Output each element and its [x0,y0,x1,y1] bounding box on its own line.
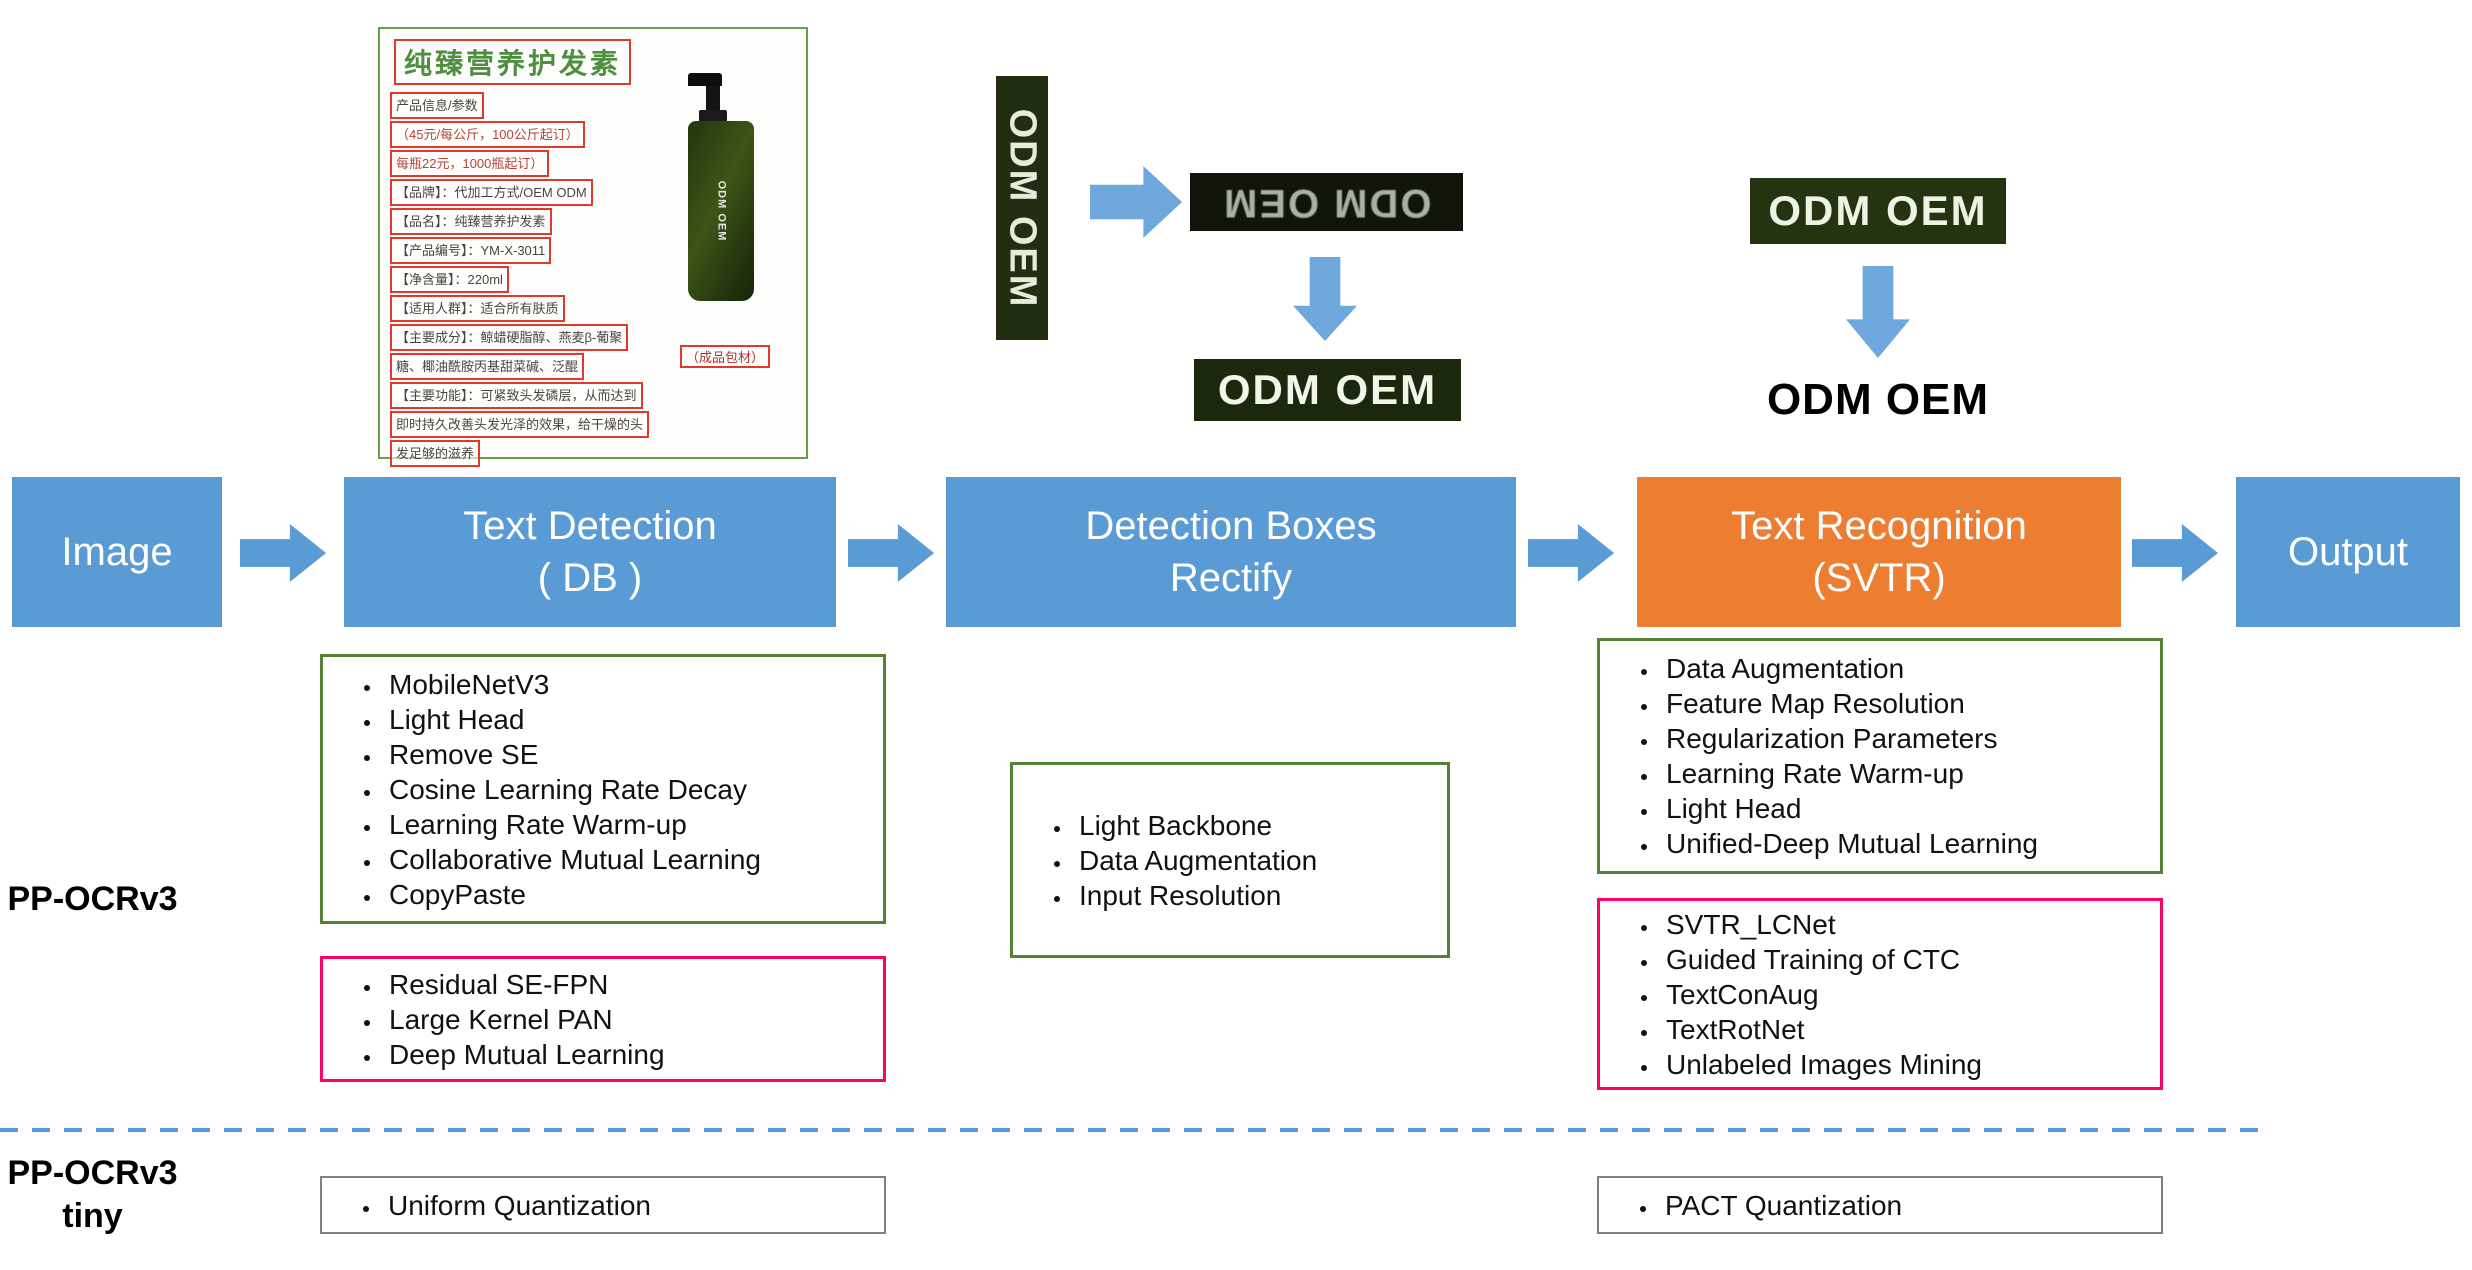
stage-rectify-line2: Rectify [1169,556,1293,600]
tiny-detection-quantization-box: Uniform Quantization [320,1176,886,1234]
strategy-item: PACT Quantization [1659,1188,2147,1223]
detection-strategy-list: MobileNetV3 Light Head Remove SE Cosine … [337,667,869,912]
recognition-strategies-green-box: Data Augmentation Feature Map Resolution… [1597,638,2163,874]
detected-text-side-label: （成品包材） [680,345,771,368]
product-bottle: ODM OEM [688,73,754,301]
recognition-input-text: ODM OEM [1768,187,1988,234]
tiny-detection-list: Uniform Quantization [336,1188,870,1223]
product-title: 纯臻营养护发素 [394,39,632,85]
stage-text-detection-line1: Text Detection [463,504,717,548]
tiny-recognition-list: PACT Quantization [1613,1188,2147,1223]
bottle-pump-nozzle [688,73,722,86]
row-label-ppocrv3-tiny: PP-OCRv3 tiny [0,1152,185,1237]
strategy-item: SVTR_LCNet [1660,907,2146,942]
strategy-item: Unified-Deep Mutual Learning [1660,826,2146,861]
stage-output: Output [2236,477,2460,627]
rectified-text: ODM OEM [1217,366,1438,413]
stage-rectify-line1: Detection Boxes [1085,504,1377,548]
detected-text-line: 【净含量】：220ml [390,266,509,293]
rotated-text-sample: ODM OEM [996,76,1048,340]
stage-text-recognition: Text Recognition (SVTR) [1637,477,2121,627]
rectify-strategy-list: Light Backbone Data Augmentation Input R… [1027,808,1433,913]
tiny-recognition-quantization-box: PACT Quantization [1597,1176,2163,1234]
detected-text-line: 发足够的滋养 [390,440,481,467]
detection-strategy-list-new: Residual SE-FPN Large Kernel PAN Deep Mu… [337,967,869,1072]
recognition-strategies-pink-box: SVTR_LCNet Guided Training of CTC TextCo… [1597,898,2163,1090]
stage-detection-boxes-rectify: Detection Boxes Rectify [946,477,1516,627]
flow-arrow-icon [848,524,934,582]
strategy-item: Regularization Parameters [1660,721,2146,756]
flipped-text: ODM OEM [1221,180,1432,225]
bottle-body: ODM OEM [688,121,754,301]
tiny-section-divider [0,1128,2272,1132]
strategy-item: TextRotNet [1660,1012,2146,1047]
strategy-item: TextConAug [1660,977,2146,1012]
detected-text-line: 【品牌】：代加工方式/OEM ODM [390,179,593,206]
row-label-ppocrv3: PP-OCRv3 [7,880,178,918]
stage-text-detection-line2: ( DB ) [537,556,643,600]
strategy-item: Uniform Quantization [382,1188,870,1223]
stage-image: Image [12,477,222,627]
detected-text-line: 【主要成分】：鲸蜡硬脂醇、燕麦β-葡聚 [390,324,629,351]
strategy-item: Residual SE-FPN [383,967,869,1002]
flipped-text-sample: ODM OEM [1190,173,1463,231]
strategy-item: Light Backbone [1073,808,1433,843]
strategy-item: Guided Training of CTC [1660,942,2146,977]
detected-text-line: 糖、椰油酰胺丙基甜菜碱、泛醌 [390,353,585,380]
detected-text-line: 产品信息/参数 [390,92,484,119]
detection-sample-image: 纯臻营养护发素 产品信息/参数 （45元/每公斤，100公斤起订） 每瓶22元，… [378,27,808,467]
strategy-item: Deep Mutual Learning [383,1037,869,1072]
strategy-item: Remove SE [383,737,869,772]
detected-text-line: 每瓶22元，1000瓶起订） [390,150,550,177]
strategy-item: Unlabeled Images Mining [1660,1047,2146,1082]
flow-arrow-icon [1528,524,1614,582]
strategy-item: Cosine Learning Rate Decay [383,772,869,807]
strategy-item: Feature Map Resolution [1660,686,2146,721]
product-title-row: 纯臻营养护发素 [394,39,796,85]
strategy-item: Large Kernel PAN [383,1002,869,1037]
stage-recognition-line2: (SVTR) [1812,556,1946,600]
bottle-label: ODM OEM [715,180,727,242]
detected-text-line: 【主要功能】：可紧致头发磷层，从而达到 [390,382,643,409]
strategy-item: MobileNetV3 [383,667,869,702]
strategy-item: Learning Rate Warm-up [1660,756,2146,791]
rectified-text-sample: ODM OEM [1194,359,1461,421]
detection-strategies-pink-box: Residual SE-FPN Large Kernel PAN Deep Mu… [320,956,886,1082]
row-label-tiny-line1: PP-OCRv3 [7,1154,178,1192]
recognized-text-result: ODM OEM [1766,375,1990,424]
strategy-item: Data Augmentation [1660,651,2146,686]
recognition-strategy-list: Data Augmentation Feature Map Resolution… [1614,651,2146,861]
stage-text-detection: Text Detection ( DB ) [344,477,836,627]
flow-arrow-icon [240,524,326,582]
strategy-item: Light Head [1660,791,2146,826]
rectify-step-arrow-icon [1293,257,1357,341]
recognition-step-arrow-icon [1846,266,1910,358]
recognition-strategy-list-new: SVTR_LCNet Guided Training of CTC TextCo… [1614,907,2146,1082]
flow-arrow-icon [2132,524,2218,582]
detected-text-line: 即时持久改善头发光泽的效果，给干燥的头 [390,411,650,438]
strategy-item: Collaborative Mutual Learning [383,842,869,877]
strategy-item: CopyPaste [383,877,869,912]
rotate-step-arrow-icon [1090,166,1182,238]
rotated-text: ODM OEM [1001,108,1044,308]
strategy-item: Input Resolution [1073,878,1433,913]
recognition-input-sample: ODM OEM [1750,178,2006,244]
detection-strategies-green-box: MobileNetV3 Light Head Remove SE Cosine … [320,654,886,924]
detected-text-line: 【品名】：纯臻营养护发素 [390,208,552,235]
stage-image-label: Image [61,530,173,574]
strategy-item: Learning Rate Warm-up [383,807,869,842]
strategy-item: Data Augmentation [1073,843,1433,878]
bottle-pump-collar [699,110,727,122]
bottle-pump-stem [706,86,720,110]
rectify-strategies-green-box: Light Backbone Data Augmentation Input R… [1010,762,1450,958]
stage-recognition-line1: Text Recognition [1731,504,2027,548]
detected-text-line: （45元/每公斤，100公斤起订） [390,121,585,148]
detected-text-line: 【产品编号】：YM-X-3011 [390,237,552,264]
row-label-tiny-line2: tiny [62,1196,123,1235]
detected-text-line: 【适用人群】：适合所有肤质 [390,295,565,322]
strategy-item: Light Head [383,702,869,737]
stage-output-label: Output [2287,530,2409,574]
